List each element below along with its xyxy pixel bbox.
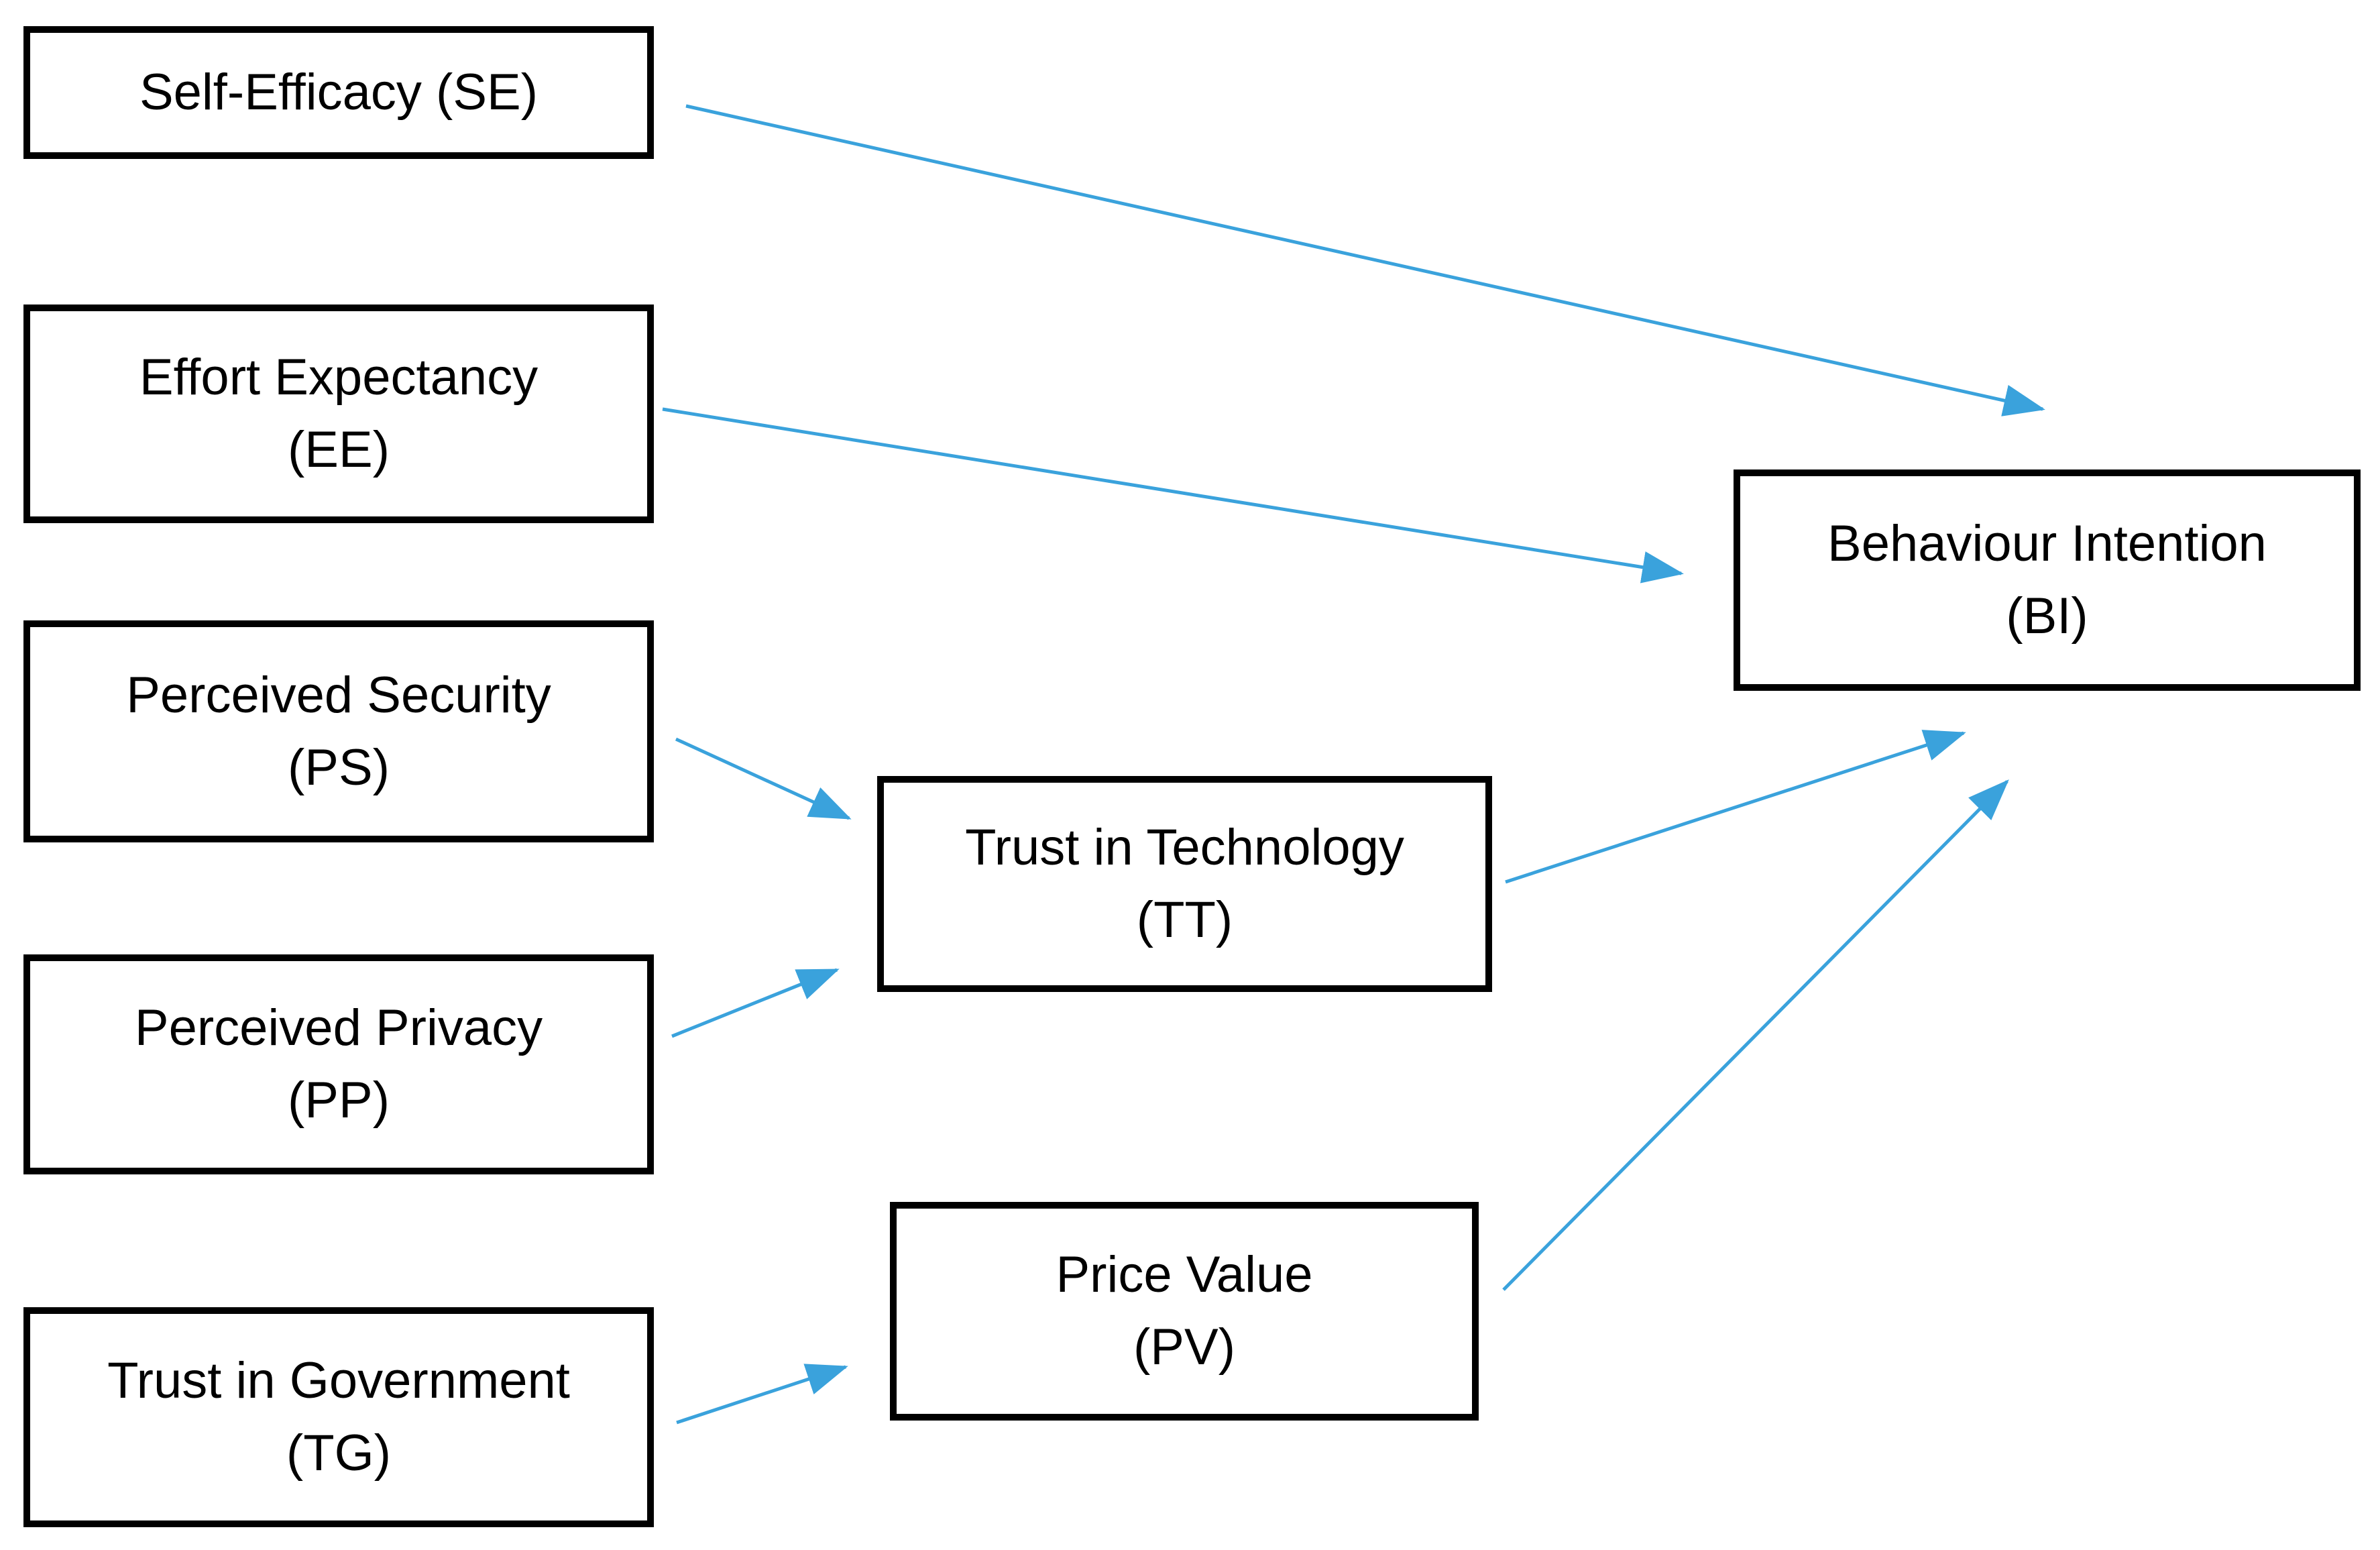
node-ps-label-line-1: Perceived Security [126,666,551,724]
node-pv-box: Price Value (PV) [890,1202,1479,1421]
node-tg-label-line-1: Trust in Government [107,1352,570,1409]
edge-ee-to-bi [662,407,1684,584]
node-tg-label-line-2: (TG) [286,1425,392,1482]
node-bi-box: Behaviour Intention (BI) [1734,469,2361,691]
node-bi-label-line-2: (BI) [2006,588,2088,645]
node-ps-box: Perceived Security (PS) [23,620,654,842]
node-tt-box: Trust in Technology (TT) [877,776,1492,992]
node-pv-label-line-2: (PV) [1133,1319,1235,1376]
edge-tg-to-pv [676,1364,848,1425]
node-pp-box: Perceived Privacy (PP) [23,954,654,1174]
node-bi-label-line-1: Behaviour Intention [1827,515,2267,572]
node-pp-label-line-2: (PP) [288,1072,390,1129]
node-ps-label-line-2: (PS) [288,738,390,796]
node-ee-label-line-2: (EE) [288,421,390,478]
edge-se-to-bi [685,104,2045,417]
node-se-box: Self-Efficacy (SE) [23,26,654,159]
edge-pv-to-bi [1502,779,2009,1291]
edge-tt-to-bi [1505,730,1966,884]
node-se-label-line-1: Self-Efficacy (SE) [139,64,539,121]
node-tt-label-line-2: (TT) [1136,891,1233,948]
node-pp-label-line-1: Perceived Privacy [134,999,543,1056]
node-ee-label-line-1: Effort Expectancy [139,349,539,406]
edge-pp-to-tt [671,968,840,1038]
edge-ps-to-tt [675,737,852,820]
node-ee-box: Effort Expectancy (EE) [23,305,654,523]
node-tt-label-line-1: Trust in Technology [965,819,1404,876]
node-tg-box: Trust in Government (TG) [23,1307,654,1527]
node-pv-label-line-1: Price Value [1056,1246,1313,1303]
